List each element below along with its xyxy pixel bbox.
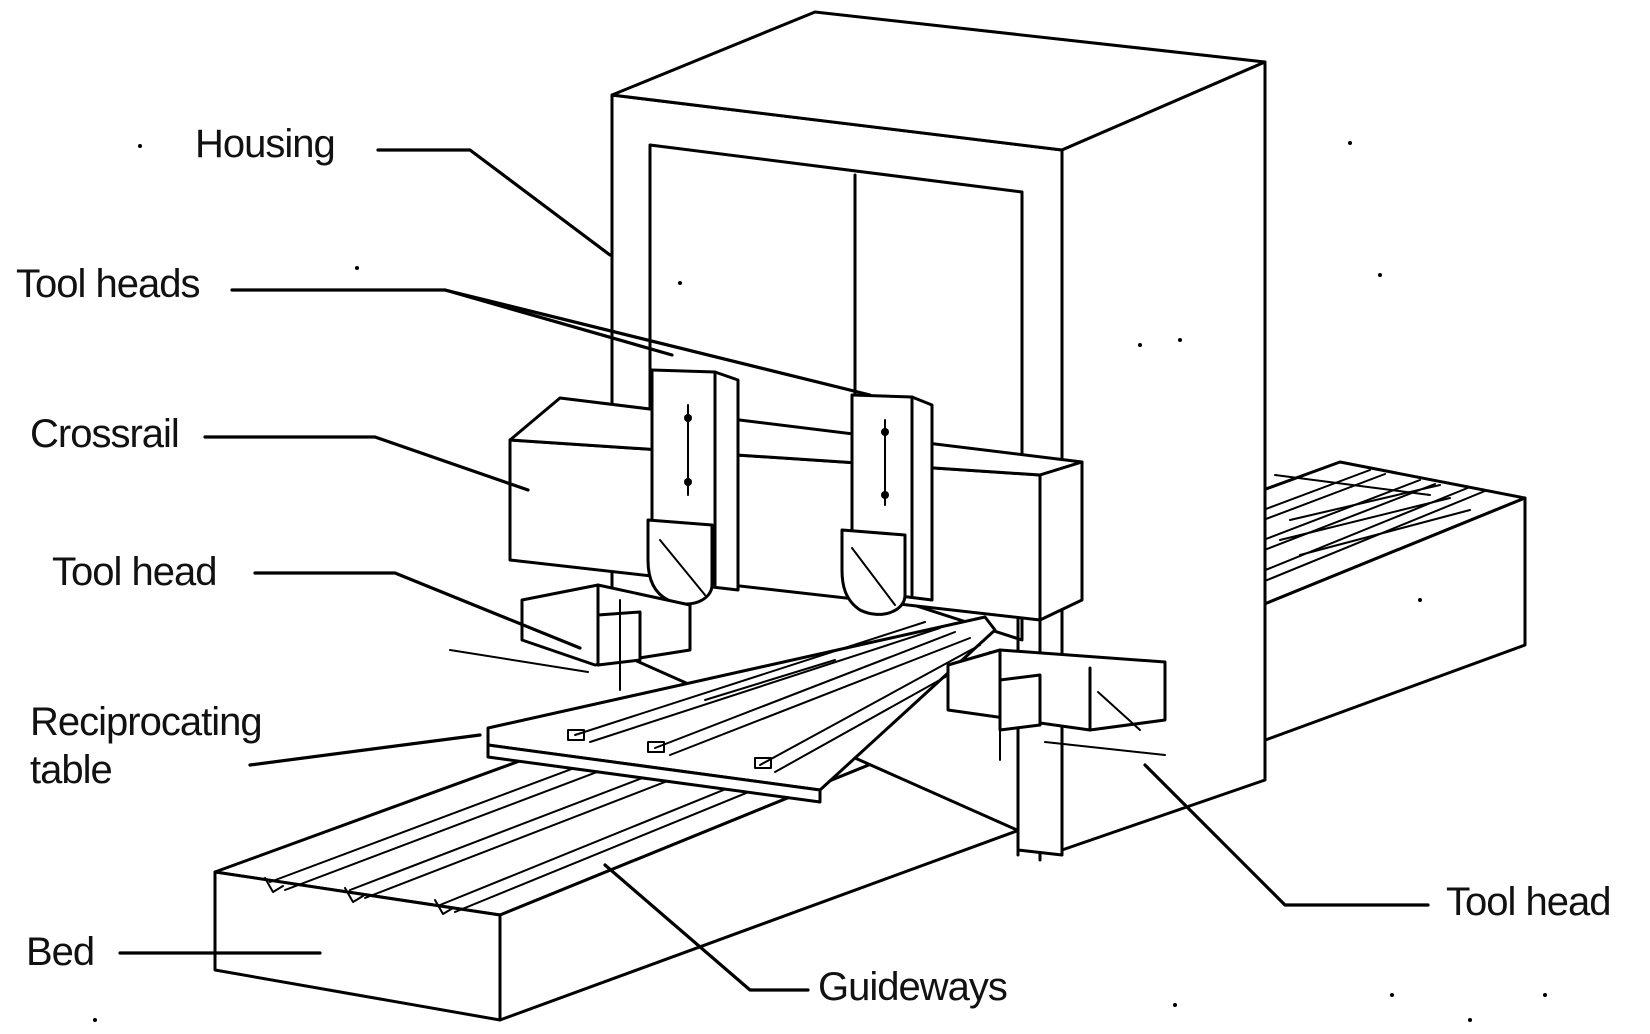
label-guideways: Guideways: [818, 965, 1007, 1009]
label-tool-heads: Tool heads: [16, 262, 199, 306]
label-reciprocating: Reciprocating: [30, 700, 262, 744]
label-tool-head-left: Tool head: [52, 550, 216, 594]
label-crossrail: Crossrail: [30, 412, 179, 456]
scan-speckles: [93, 141, 1547, 1022]
tool-head-right-rail: [840, 393, 934, 616]
tool-head-left-rail: [646, 368, 740, 606]
leader-lines: [118, 148, 1430, 992]
side-tool-head-right: [946, 648, 1167, 761]
bed-rear-guideways: [1274, 474, 1471, 556]
reciprocating-table: [486, 615, 997, 804]
label-tool-head-right: Tool head: [1446, 880, 1610, 924]
label-table: table: [30, 748, 112, 792]
side-tool-head-left: [520, 583, 692, 691]
label-bed: Bed: [26, 930, 94, 974]
label-housing: Housing: [195, 122, 335, 166]
